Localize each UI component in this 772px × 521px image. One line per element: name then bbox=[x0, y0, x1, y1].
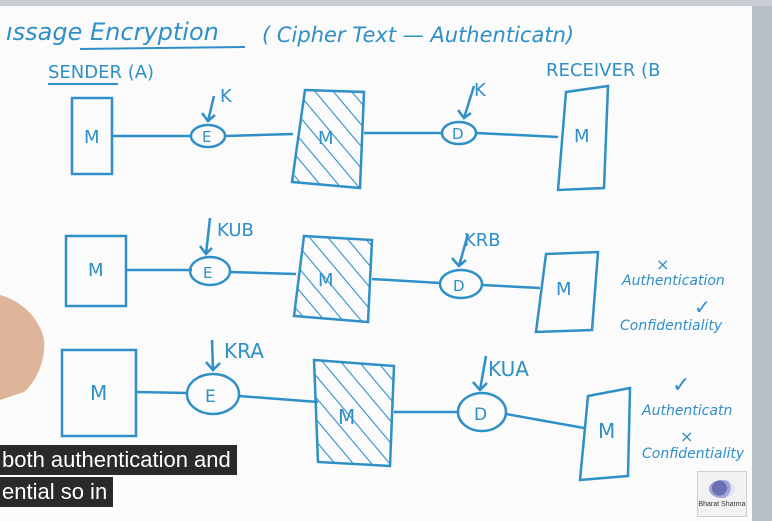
video-caption-line-2: ential so in bbox=[0, 477, 114, 507]
row-2-encrypt-key: KUB bbox=[217, 220, 254, 241]
row-3-encrypt-label: E bbox=[205, 387, 216, 407]
row-1-encrypt-label: E bbox=[202, 128, 211, 146]
row-2-encrypt-label: E bbox=[203, 264, 212, 282]
logo-text: Bharat Sharma bbox=[698, 501, 746, 508]
row-1 bbox=[70, 84, 610, 192]
row-2-decrypt-label: D bbox=[453, 277, 465, 295]
row-2-cipher-label: M bbox=[318, 270, 334, 291]
whiteboard-frame bbox=[752, 0, 772, 521]
row-3-decrypt-label: D bbox=[474, 405, 487, 425]
row-1-output-box bbox=[556, 84, 610, 192]
row-3-decrypt-node bbox=[456, 391, 508, 433]
row-1-ciphertext-box bbox=[290, 88, 366, 190]
row-2-note-2-mark: ✓ bbox=[694, 295, 711, 319]
row-3-note-2: Confidentiality bbox=[642, 446, 745, 462]
row-1-output: M bbox=[574, 126, 590, 147]
row-1-cipher-label: M bbox=[318, 128, 334, 149]
row-2-note-2: Confidentiality bbox=[620, 318, 723, 334]
row-2-output-box bbox=[534, 250, 600, 334]
row-3-encrypt-node bbox=[185, 372, 241, 416]
row-3-note-1-mark: ✓ bbox=[672, 373, 690, 398]
row-2-note-1: Authentication bbox=[621, 273, 725, 289]
row-3-note-2-mark: × bbox=[680, 427, 693, 446]
row-2-note-1-mark: × bbox=[656, 255, 669, 274]
row-3-encrypt-key: KRA bbox=[224, 339, 264, 363]
board-title: ıssage Encryption bbox=[6, 18, 219, 46]
row-3-cipher-label: M bbox=[338, 405, 355, 429]
row-2-output: M bbox=[556, 279, 572, 300]
row-3-output: M bbox=[598, 419, 615, 443]
row-3-plaintext: M bbox=[90, 381, 107, 405]
row-3-ciphertext-box bbox=[312, 358, 396, 468]
row-2-encrypt-node bbox=[188, 255, 232, 287]
row-2-ciphertext-box bbox=[292, 234, 374, 324]
row-2-plaintext: M bbox=[88, 260, 104, 281]
sender-label: SENDER (A) bbox=[48, 62, 154, 83]
receiver-label: RECEIVER (B bbox=[546, 60, 660, 81]
row-2-decrypt-node bbox=[438, 268, 484, 300]
board-subtitle: ( Cipher Text — Authenticatn) bbox=[262, 23, 574, 47]
title-underline bbox=[79, 46, 246, 50]
channel-logo: Bharat Sharma bbox=[697, 471, 747, 517]
logo-icon bbox=[709, 480, 735, 498]
row-3 bbox=[60, 339, 632, 482]
row-1-plaintext: M bbox=[84, 127, 100, 148]
presenter-hand bbox=[0, 295, 45, 400]
row-1-decrypt-label: D bbox=[452, 125, 464, 143]
row-1-encrypt-key: K bbox=[220, 86, 233, 107]
row-2 bbox=[64, 217, 600, 334]
row-3-decrypt-key: KUA bbox=[488, 357, 529, 381]
row-1-decrypt-key: K bbox=[474, 80, 487, 101]
row-3-note-1: Authenticatn bbox=[641, 403, 732, 419]
row-3-output-box bbox=[578, 386, 632, 482]
video-caption-line-1: both authentication and bbox=[0, 445, 237, 475]
row-2-decrypt-key: KRB bbox=[464, 230, 501, 251]
